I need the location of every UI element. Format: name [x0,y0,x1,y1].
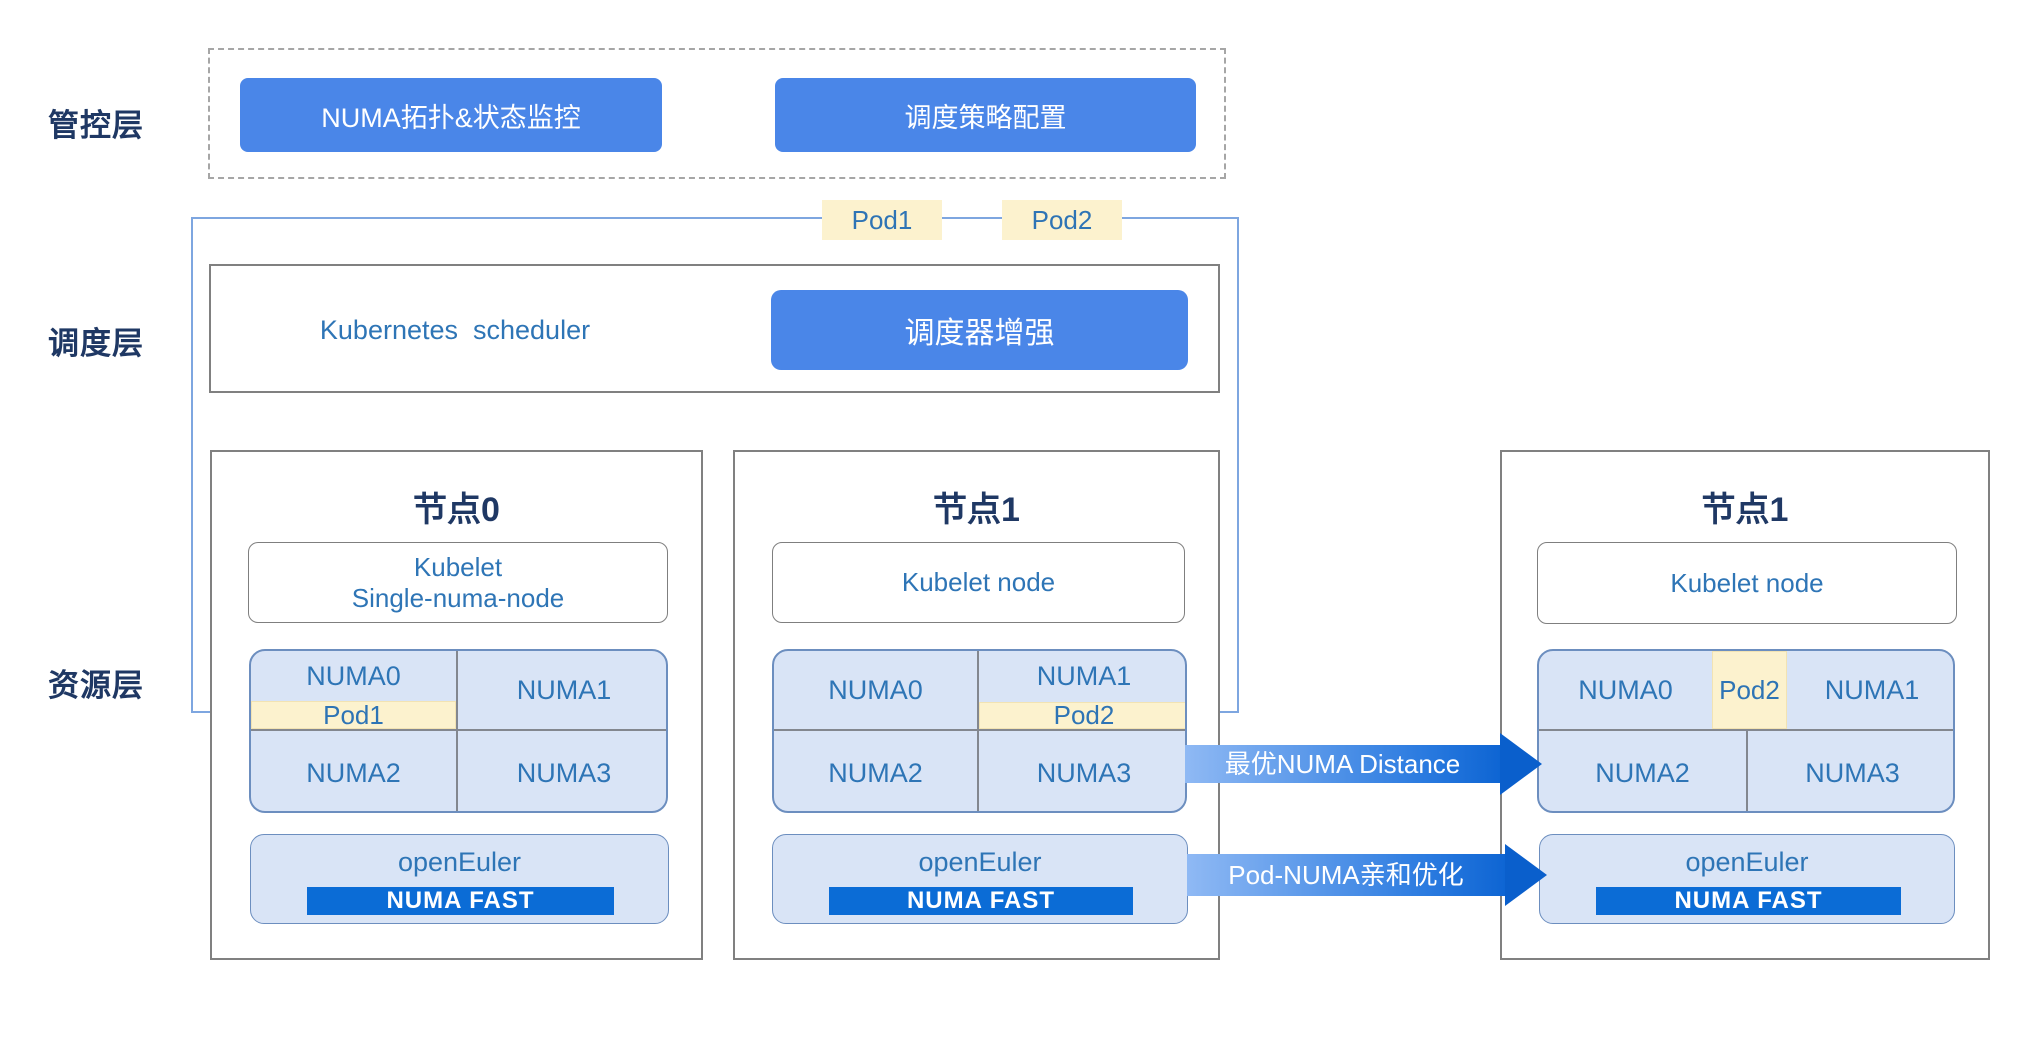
node-2-numa-fast-bar: NUMA FAST [1596,887,1901,915]
grid-vertical-divider [977,651,979,811]
scheduling-policy-config-button[interactable]: 调度策略配置 [775,78,1196,152]
grid-horizontal-divider [251,729,666,731]
pod1-assignment-strip: Pod1 [251,700,456,730]
kubernetes-scheduler-label: Kubernetes scheduler [319,315,591,345]
layer-label-resource: 资源层 [48,668,144,703]
node-2-openeuler-label: openEuler [1685,847,1809,877]
grid-vertical-divider [456,651,458,811]
pod2-assignment-strip: Pod2 [1712,651,1787,729]
node-2-kubelet-line1: Kubelet node [1670,567,1824,598]
scheduling-container-top-line [191,217,1239,219]
node-0-kubelet-box: Kubelet Single-numa-node [248,542,668,623]
numa1-cell: NUMA1 [516,674,612,705]
layer-label-scheduling: 调度层 [48,326,144,361]
node-1-kubelet-box: Kubelet node [772,542,1185,623]
arrow-pod-numa-affinity-label: Pod-NUMA亲和优化 [1228,860,1464,890]
node-0: 节点0 Kubelet Single-numa-node NUMA0 Pod1 … [210,450,703,960]
node-0-kubelet-line1: Kubelet [413,551,503,582]
arrow-body [1185,745,1500,783]
node-1-title: 节点1 [933,491,1020,529]
numa3-cell: NUMA3 [516,757,612,788]
arrow-pod-numa-affinity: Pod-NUMA亲和优化 [1187,843,1547,907]
numa1-cell: NUMA1 [1036,661,1132,691]
grid-horizontal-divider [1539,729,1953,731]
node-1-openeuler-label: openEuler [918,847,1042,877]
node-2-kubelet-box: Kubelet node [1537,542,1957,624]
arrow-head-icon [1505,844,1547,906]
node-1-openeuler-box: openEuler NUMA FAST [772,834,1188,924]
numa3-cell: NUMA3 [1036,757,1132,788]
scheduling-container-left-line [191,217,193,713]
node-0-openeuler-box: openEuler NUMA FAST [250,834,669,924]
numa2-cell: NUMA2 [828,757,923,788]
numa1-cell: NUMA1 [1824,674,1920,705]
node-0-numa-fast-bar: NUMA FAST [307,887,614,915]
grid-horizontal-divider [774,729,1185,731]
node-1-kubelet-line1: Kubelet node [901,567,1056,597]
pod2-assignment-strip: Pod2 [979,700,1185,730]
numa0-cell: NUMA0 [1578,674,1673,705]
pod2-badge: Pod2 [1002,200,1122,240]
node-2-title: 节点1 [1701,491,1789,529]
node-0-kubelet-line2: Single-numa-node [351,582,565,613]
arrow-body [1187,854,1505,896]
node-2-openeuler-box: openEuler NUMA FAST [1539,834,1955,924]
node-1-numa-grid: NUMA0 NUMA1 Pod2 NUMA2 NUMA3 [772,649,1187,813]
arrow-numa-distance-label: 最优NUMA Distance [1224,749,1461,779]
arrow-head-icon [1500,733,1542,795]
layer-label-control: 管控层 [48,108,144,143]
node-0-numa-grid: NUMA0 Pod1 NUMA1 NUMA2 NUMA3 [249,649,668,813]
numa0-cell: NUMA0 [306,660,401,691]
node-0-title: 节点0 [413,491,500,529]
scheduler-enhancer-button[interactable]: 调度器增强 [771,290,1188,370]
node-2-numa-grid: NUMA0 Pod2 NUMA1 NUMA2 NUMA3 [1537,649,1955,813]
node-1-numa-fast-bar: NUMA FAST [829,887,1133,915]
numa3-cell: NUMA3 [1805,757,1900,788]
pod1-badge: Pod1 [822,200,942,240]
node-2: 节点1 Kubelet node NUMA0 Pod2 NUMA1 NUMA2 … [1500,450,1990,960]
grid-vertical-divider [1746,731,1748,811]
scheduling-container-right-line [1237,217,1239,713]
numa2-cell: NUMA2 [306,757,401,788]
node-1: 节点1 Kubelet node NUMA0 NUMA1 Pod2 NUMA2 … [733,450,1220,960]
arrow-numa-distance: 最优NUMA Distance [1185,733,1545,795]
numa-topology-monitor-button[interactable]: NUMA拓扑&状态监控 [240,78,662,152]
numa2-cell: NUMA2 [1595,757,1690,788]
numa0-cell: NUMA0 [828,674,923,705]
node-0-openeuler-label: openEuler [397,847,522,877]
